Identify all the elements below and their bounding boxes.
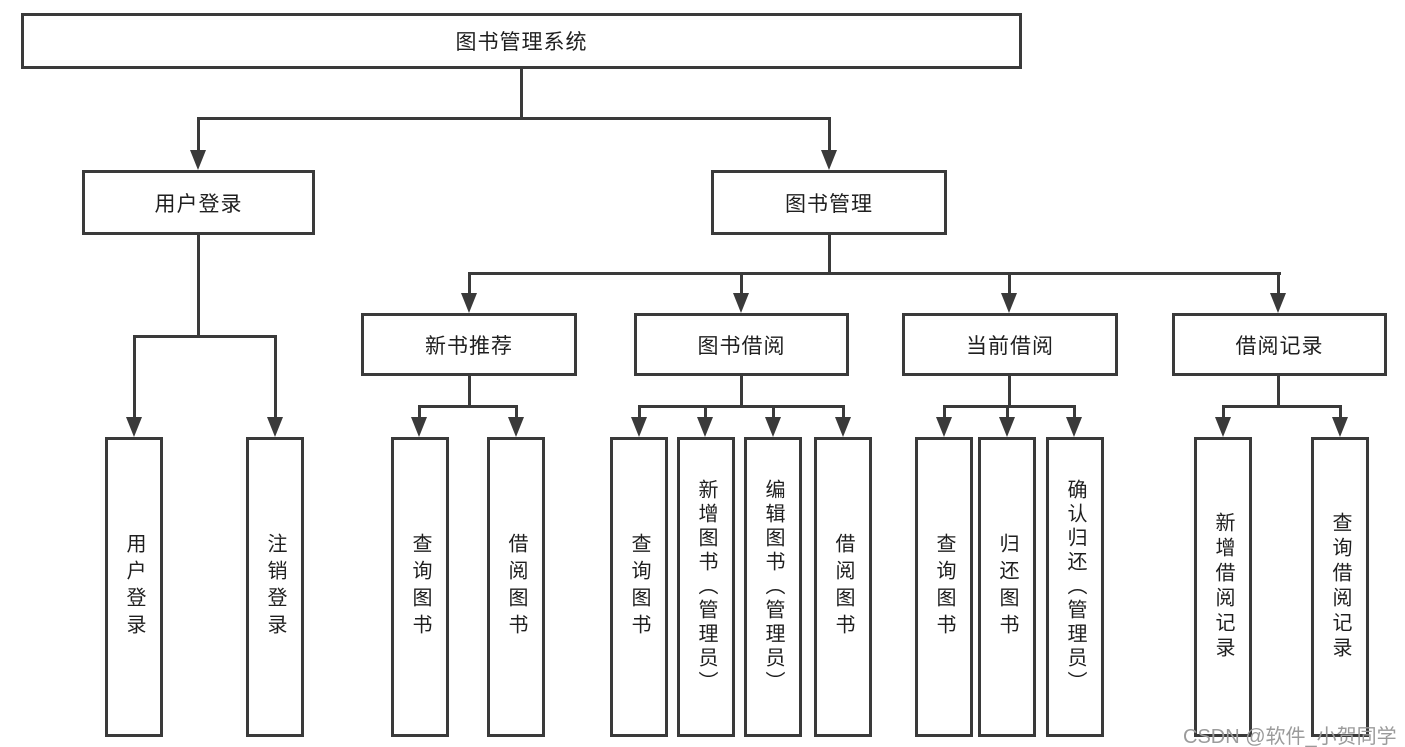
leaf-newrec-borrow-books: 借阅图书 [487, 437, 545, 737]
arrow-current-c1 [936, 417, 952, 437]
connector-records-stem [1277, 376, 1280, 405]
node-library-system-label: 图书管理系统 [455, 31, 588, 54]
arrow-borrowing-c1 [631, 417, 647, 437]
leaf-borrowing-borrow-books: 借阅图书 [814, 437, 872, 737]
leaf-records-query-record: 查询借阅记录 [1311, 437, 1369, 737]
arrow-records-c1 [1215, 417, 1231, 437]
leaf-records-query-record-label: 查询借阅记录 [1329, 512, 1351, 662]
leaf-borrowing-edit-books-admin-label: 编辑图书（管理员） [762, 479, 784, 695]
node-book-management: 图书管理 [711, 170, 947, 235]
connector-current-c3 [1073, 405, 1076, 418]
arrow-borrowing-c3 [765, 417, 781, 437]
leaf-current-query-books: 查询图书 [915, 437, 973, 737]
arrow-current-c3 [1066, 417, 1082, 437]
connector-records-c2 [1339, 405, 1342, 418]
node-current-borrowing-label: 当前借阅 [966, 334, 1054, 358]
connector-root-crossbar [197, 117, 831, 120]
connector-user-login-crossbar [133, 335, 277, 338]
node-current-borrowing: 当前借阅 [902, 313, 1118, 376]
leaf-borrowing-add-books-admin: 新增图书（管理员） [677, 437, 735, 737]
connector-borrowing-stem [740, 376, 743, 405]
leaf-current-confirm-return-admin-label: 确认归还（管理员） [1064, 479, 1086, 695]
leaf-current-return-books: 归还图书 [978, 437, 1036, 737]
connector-book-mgmt-crossbar [468, 272, 1281, 275]
leaf-logout-label: 注销登录 [264, 533, 286, 641]
leaf-records-add-record: 新增借阅记录 [1194, 437, 1252, 737]
arrow-new-rec-c2 [508, 417, 524, 437]
node-book-borrowing: 图书借阅 [634, 313, 849, 376]
connector-borrowing-c1 [638, 405, 641, 418]
arrow-to-logout-leaf [267, 417, 283, 437]
arrow-to-user-login [190, 150, 206, 170]
node-new-book-recommendation-label: 新书推荐 [425, 334, 513, 358]
connector-to-login-leaf [133, 335, 136, 418]
connector-borrowing-c2 [704, 405, 707, 418]
connector-to-user-login [197, 117, 200, 151]
leaf-borrowing-edit-books-admin: 编辑图书（管理员） [744, 437, 802, 737]
connector-to-logout-leaf [274, 335, 277, 418]
node-user-login: 用户登录 [82, 170, 315, 235]
connector-records-crossbar [1222, 405, 1341, 408]
connector-borrowing-c4 [842, 405, 845, 418]
connector-current-crossbar [943, 405, 1076, 408]
arrow-records-c2 [1332, 417, 1348, 437]
connector-root-stem [520, 69, 523, 117]
node-borrowing-records: 借阅记录 [1172, 313, 1387, 376]
arrow-new-rec-c1 [411, 417, 427, 437]
connector-borrowing-crossbar [638, 405, 845, 408]
node-library-system: 图书管理系统 [21, 13, 1022, 69]
leaf-newrec-borrow-books-label: 借阅图书 [505, 533, 527, 641]
leaf-current-return-books-label: 归还图书 [996, 533, 1018, 641]
connector-records-c1 [1222, 405, 1225, 418]
connector-to-records [1277, 272, 1280, 294]
connector-new-rec-c2 [515, 405, 518, 418]
leaf-borrowing-add-books-admin-label: 新增图书（管理员） [695, 479, 717, 695]
connector-new-rec-stem [468, 376, 471, 405]
connector-to-new-rec [468, 272, 471, 294]
arrow-to-records [1270, 293, 1286, 313]
connector-new-rec-c1 [418, 405, 421, 418]
leaf-newrec-query-books-label: 查询图书 [409, 533, 431, 641]
connector-new-rec-crossbar [418, 405, 518, 408]
arrow-to-current [1001, 293, 1017, 313]
arrow-to-login-leaf [126, 417, 142, 437]
leaf-user-login: 用户登录 [105, 437, 163, 737]
leaf-current-confirm-return-admin: 确认归还（管理员） [1046, 437, 1104, 737]
leaf-user-login-label: 用户登录 [123, 533, 145, 641]
arrow-current-c2 [999, 417, 1015, 437]
watermark-csdn: CSDN @软件_小贺同学 [1183, 726, 1397, 747]
arrow-to-book-mgmt [821, 150, 837, 170]
connector-borrowing-c3 [772, 405, 775, 418]
connector-to-book-mgmt [828, 117, 831, 151]
arrow-borrowing-c2 [697, 417, 713, 437]
connector-current-c2 [1006, 405, 1009, 418]
connector-current-c1 [943, 405, 946, 418]
connector-to-borrowing [740, 272, 743, 294]
arrow-to-borrowing [733, 293, 749, 313]
connector-to-current [1008, 272, 1011, 294]
node-user-login-label: 用户登录 [154, 192, 243, 216]
connector-book-mgmt-stem [828, 235, 831, 272]
node-borrowing-records-label: 借阅记录 [1235, 334, 1324, 358]
arrow-borrowing-c4 [835, 417, 851, 437]
leaf-logout: 注销登录 [246, 437, 304, 737]
leaf-newrec-query-books: 查询图书 [391, 437, 449, 737]
arrow-to-new-rec [461, 293, 477, 313]
leaf-records-add-record-label: 新增借阅记录 [1212, 512, 1234, 662]
leaf-current-query-books-label: 查询图书 [933, 533, 955, 641]
connector-current-stem [1008, 376, 1011, 405]
node-book-management-label: 图书管理 [785, 192, 873, 216]
leaf-borrowing-query-books-label: 查询图书 [628, 533, 650, 641]
leaf-borrowing-query-books: 查询图书 [610, 437, 668, 737]
connector-user-login-stem [197, 235, 200, 335]
leaf-borrowing-borrow-books-label: 借阅图书 [832, 533, 854, 641]
node-new-book-recommendation: 新书推荐 [361, 313, 577, 376]
node-book-borrowing-label: 图书借阅 [697, 334, 786, 358]
